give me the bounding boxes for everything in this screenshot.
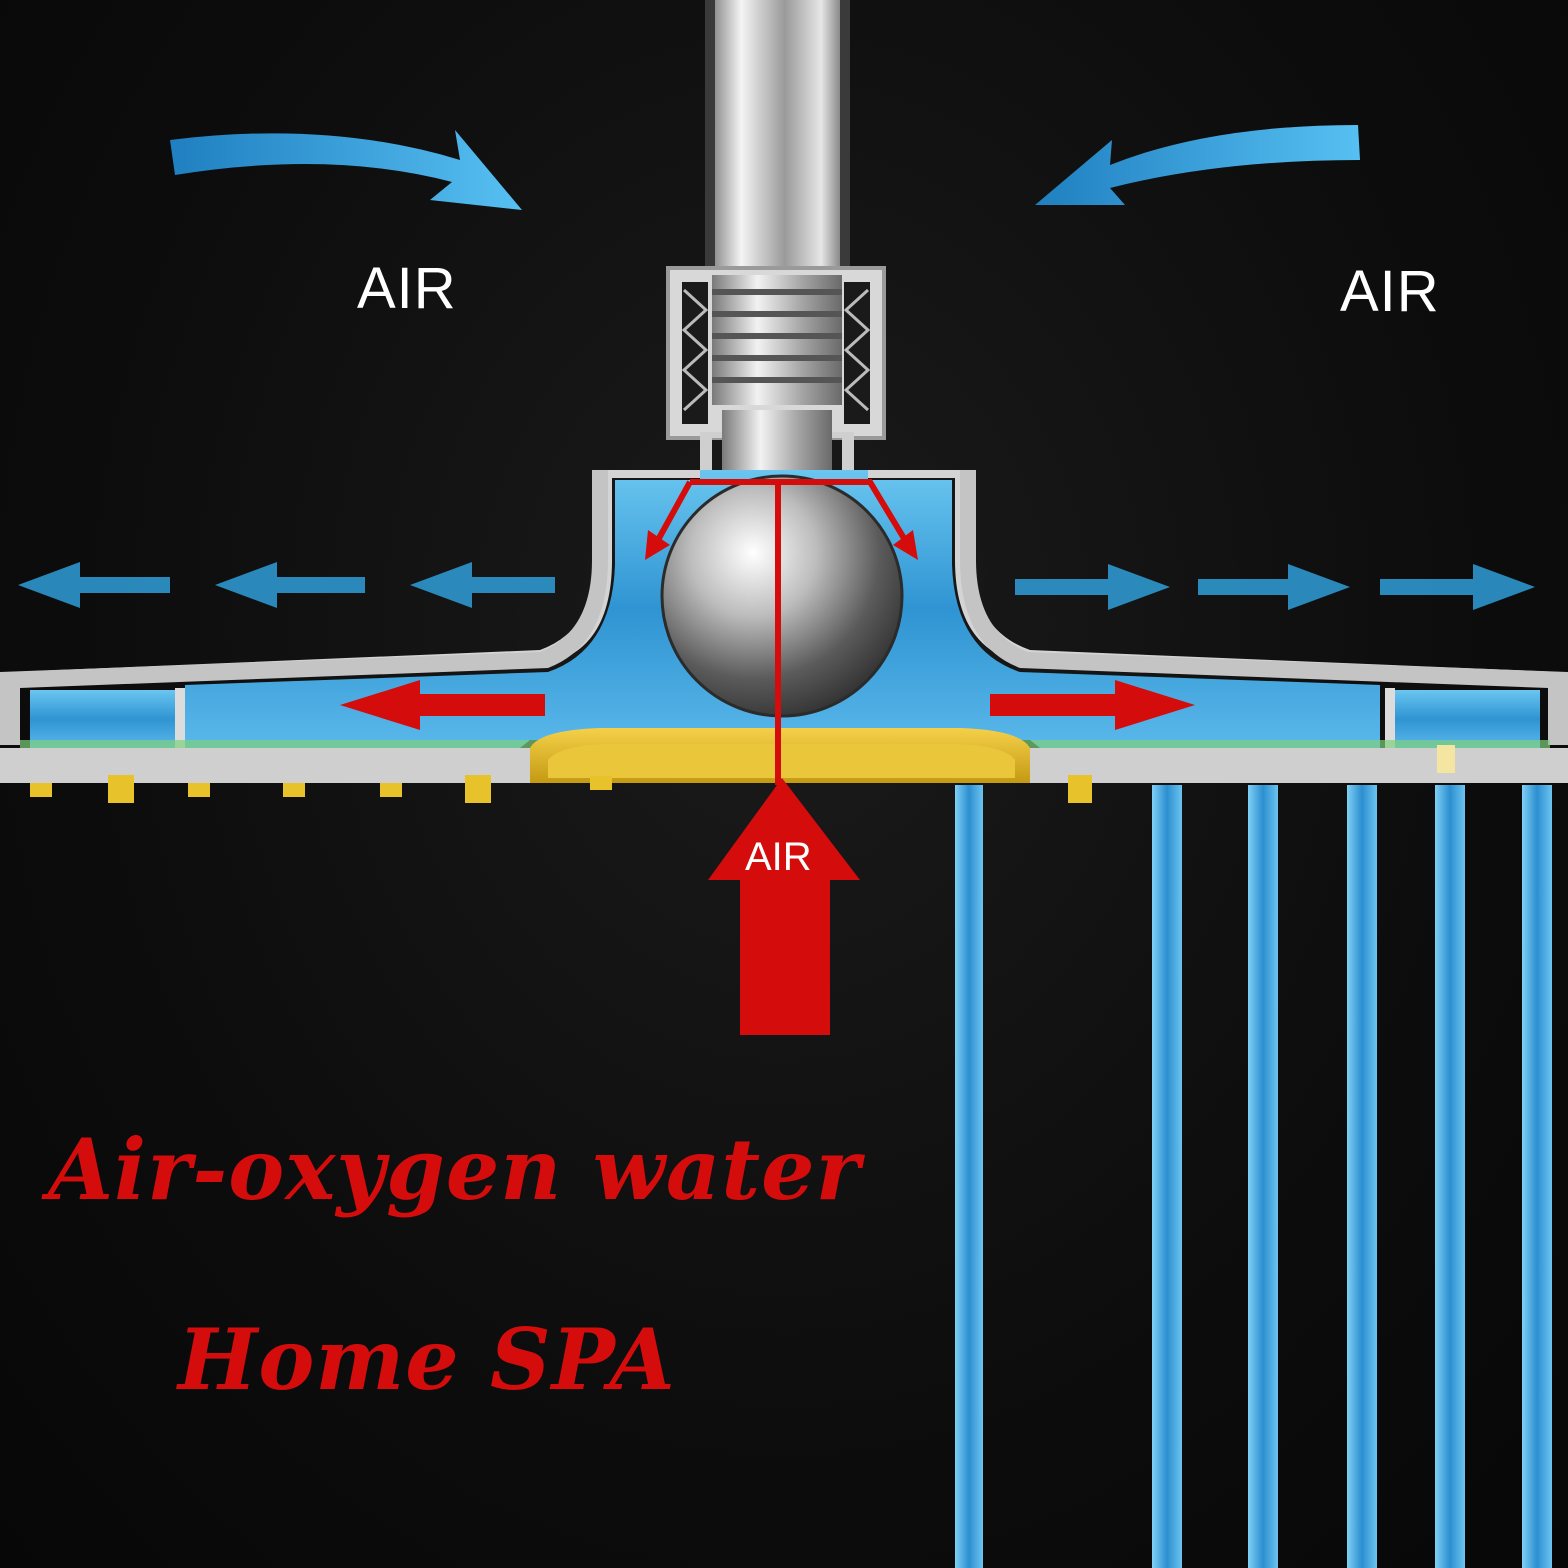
air-intake-arrow bbox=[708, 778, 860, 1035]
headline-line1: Air-oxygen water bbox=[48, 1120, 861, 1219]
water-streams bbox=[955, 785, 1552, 1568]
red-chamber-arrow-right bbox=[990, 680, 1195, 730]
red-mini-arrowheads bbox=[645, 530, 918, 560]
threaded-connector bbox=[666, 266, 886, 470]
steel-ball bbox=[660, 474, 904, 718]
base-plate bbox=[0, 728, 1568, 783]
air-arrow-top-right bbox=[1035, 125, 1360, 205]
air-label-intake: AIR bbox=[745, 835, 812, 879]
headline-line2: Home SPA bbox=[178, 1310, 676, 1409]
supply-pipe bbox=[705, 0, 850, 275]
nozzles bbox=[30, 745, 1455, 803]
outflow-arrows-left bbox=[18, 562, 555, 608]
shower-head-body bbox=[0, 470, 1568, 745]
air-label-top-right: AIR bbox=[1340, 259, 1440, 324]
red-chamber-arrow-left bbox=[340, 680, 545, 730]
air-label-top-left: AIR bbox=[357, 256, 457, 321]
air-arrow-top-left bbox=[170, 130, 522, 210]
red-airflow-lines bbox=[655, 479, 908, 785]
outflow-arrows-right bbox=[1015, 564, 1535, 610]
